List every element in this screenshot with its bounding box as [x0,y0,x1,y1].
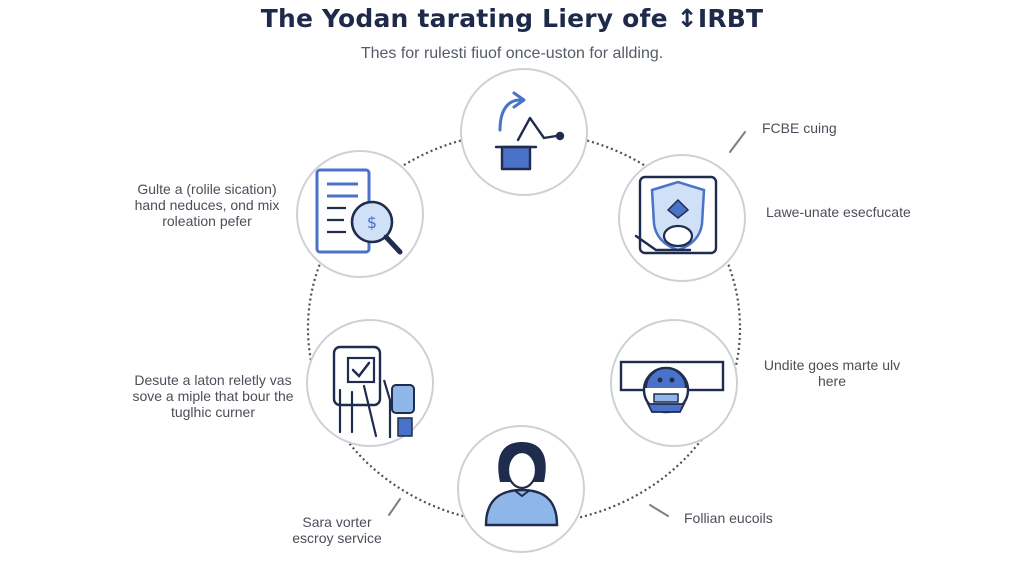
label-bottom-left: Sara vorter escroy service [262,514,412,546]
label-right-upper: Lawe-unate esecfucate [766,204,911,220]
node-bottom [457,425,585,553]
label-bottom-right: Follian eucoils [684,510,773,526]
workflow-arrow-icon [494,91,565,171]
label-line: roleation pefer [162,213,252,229]
label-line: Lawe-unate esecfucate [766,204,911,220]
user-avatar-icon [484,442,559,527]
label-top-right: FCBE cuing [762,120,837,136]
label-line: FCBE cuing [762,120,837,136]
page-subtitle: Thes for rulesti fiuof once-uston for al… [360,45,664,62]
pointer-tick-bottom-left [388,498,401,516]
node-left-lower [306,319,434,447]
label-left-lower: Desute a laton reletly vas sove a miple … [108,372,318,420]
node-left-upper: $ [296,150,424,278]
label-right-lower: Undite goes marte ulv here [752,357,912,389]
label-line: hand neduces, ond mix [134,197,280,213]
label-line: escroy service [292,530,382,546]
label-line: here [817,373,847,389]
node-right-upper [618,154,746,282]
label-left-upper: Gulte a (rolile sication) hand neduces, … [112,181,302,229]
id-card-device-icon [619,360,725,414]
label-line: Undite goes marte ulv [763,357,901,373]
node-top [460,68,588,196]
label-line: sove a miple that bour the [132,388,294,404]
label-line: Gulte a (rolile sication) [137,181,277,197]
label-line: tuglhic curner [170,404,256,420]
shield-lock-icon [634,175,718,255]
label-line: Follian eucoils [684,510,773,526]
pointer-tick-bottom-right [649,504,669,517]
document-search-icon: $ [315,168,403,255]
label-line: Sara vorter [302,514,372,530]
svg-text:$: $ [367,213,377,232]
phone-hand-check-icon [332,345,415,438]
label-line: Desute a laton reletly vas [134,372,292,388]
pointer-tick-top-right [729,131,746,153]
page-title: The Yodan tarating Liery ofe ↕IRBT [260,4,764,33]
node-right-lower [610,319,738,447]
